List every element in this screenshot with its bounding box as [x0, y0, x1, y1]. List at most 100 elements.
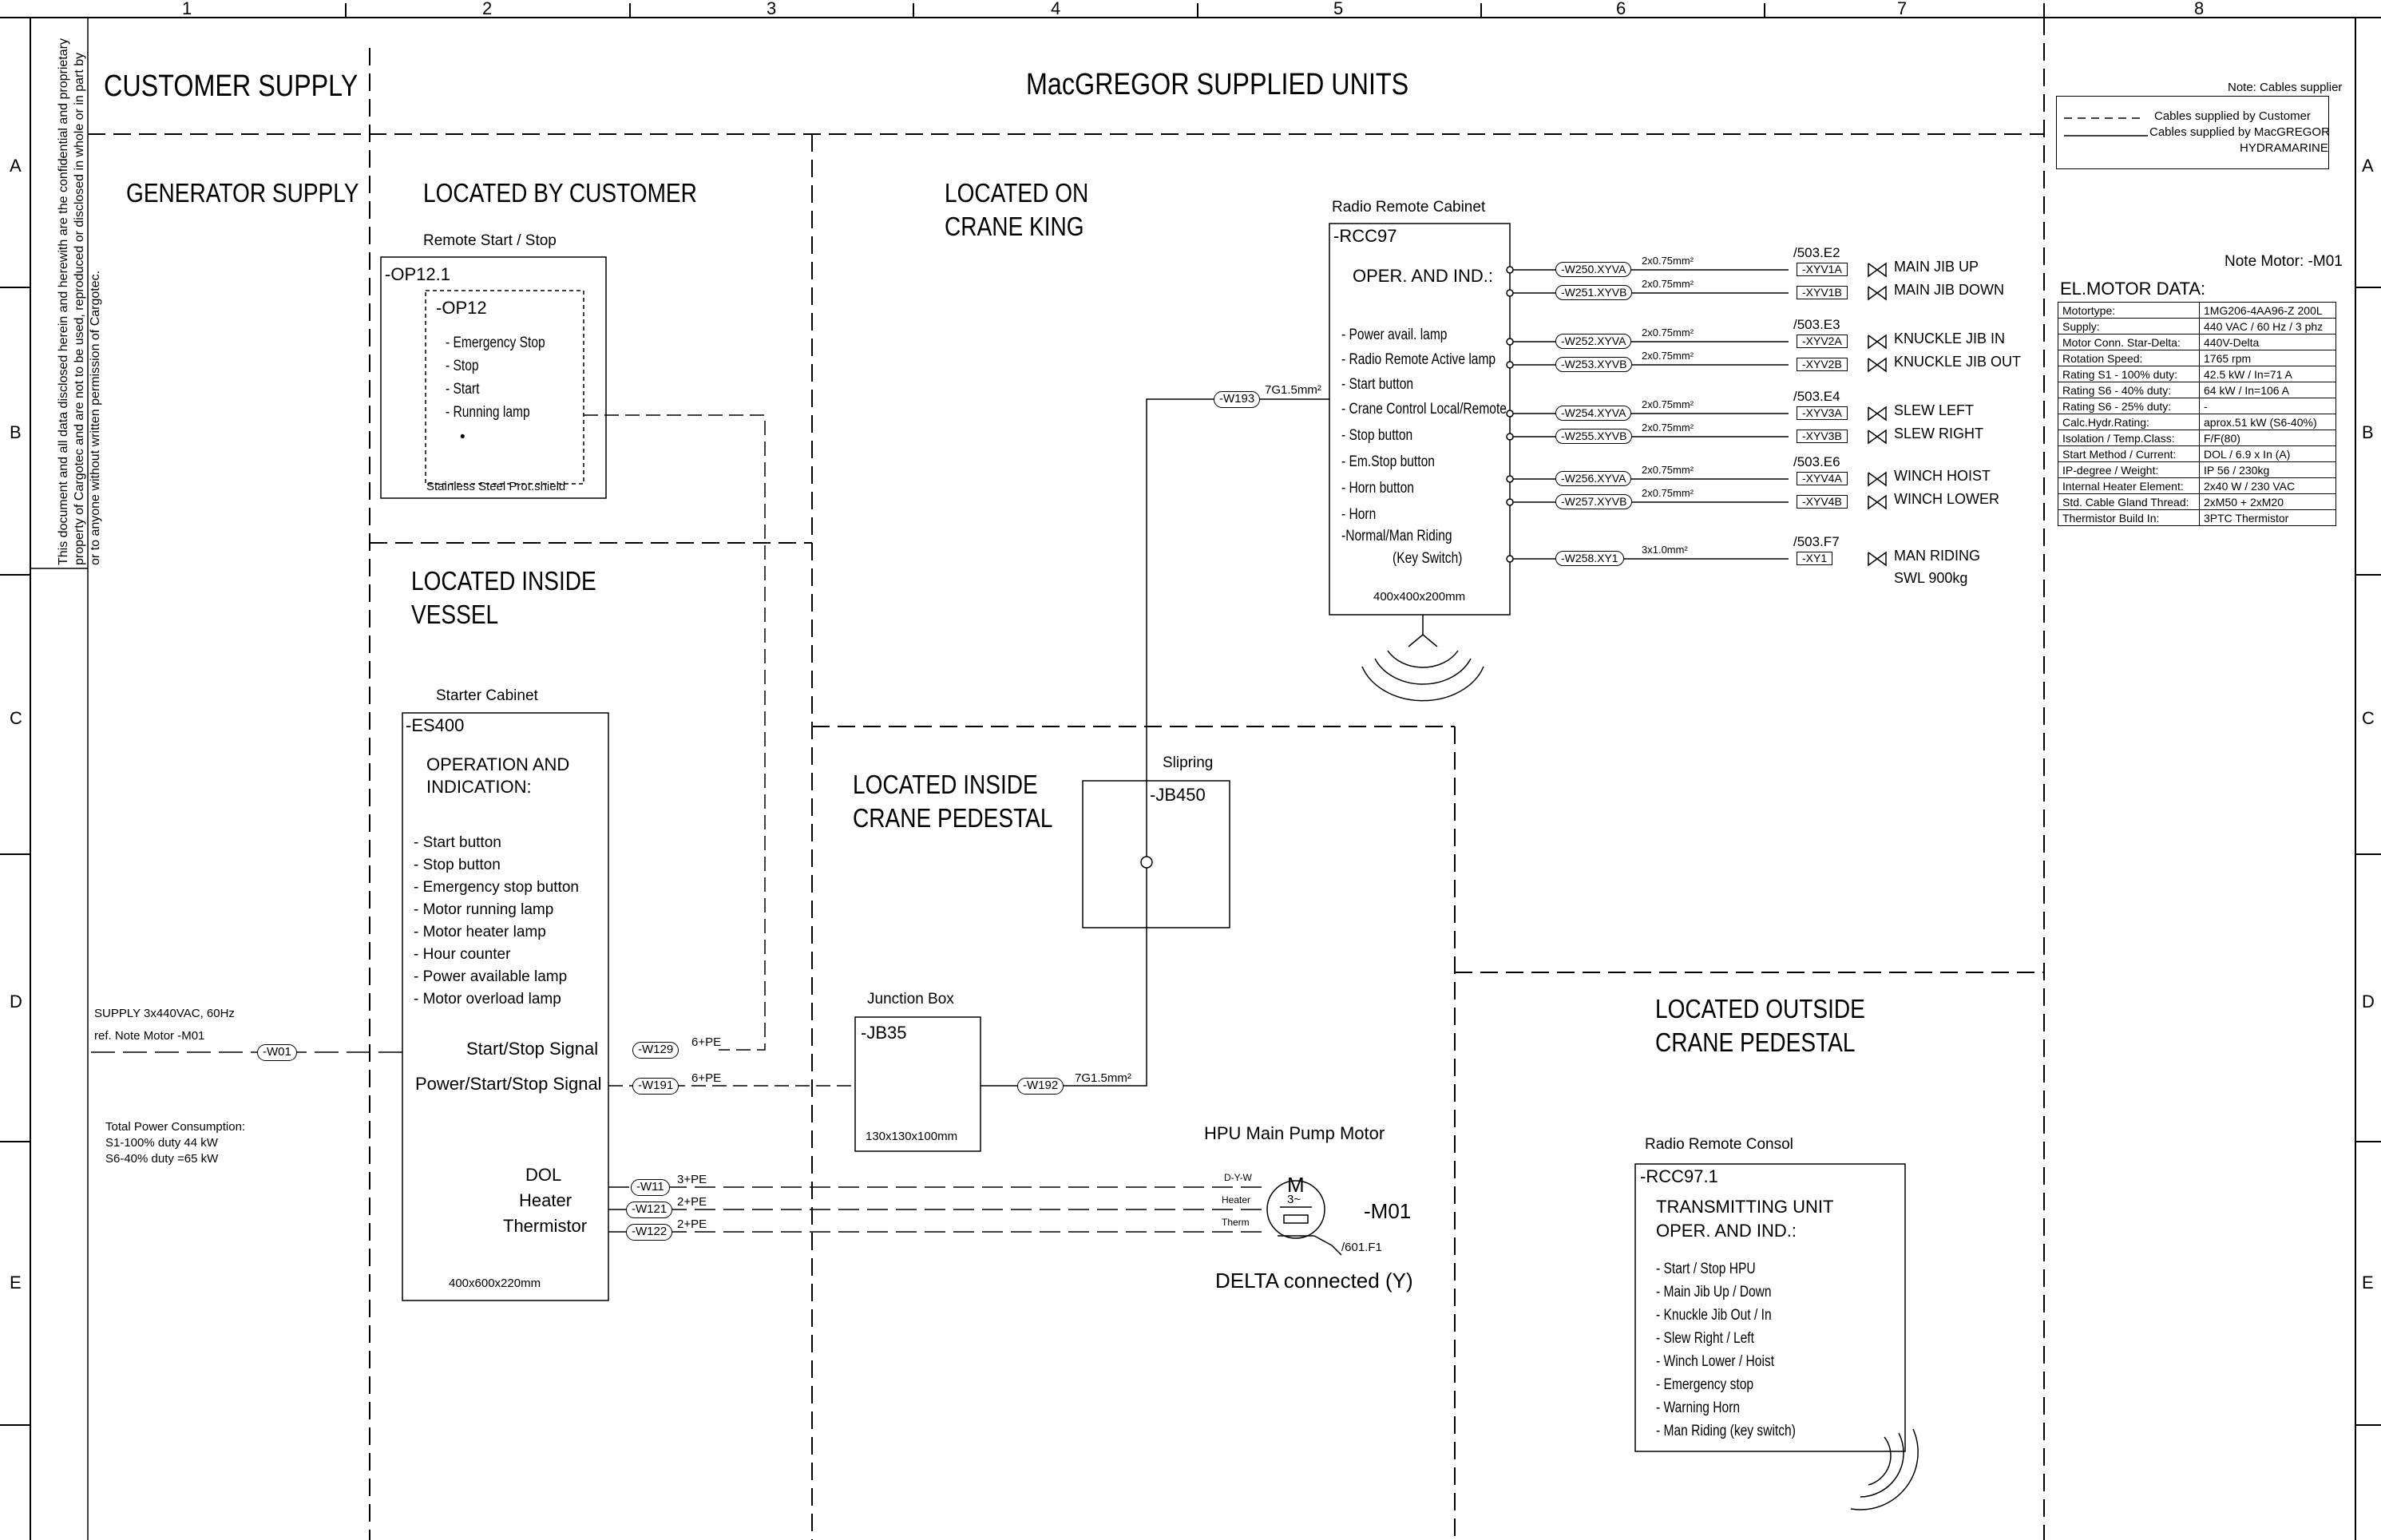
- motor-data-row: Isolation / Temp.Class:F/F(80): [2058, 430, 2336, 446]
- region-inside-vessel-2: VESSEL: [411, 600, 499, 629]
- motor-data-key: Rotation Speed:: [2058, 350, 2200, 366]
- grid-col-8: 8: [2194, 0, 2205, 18]
- valve-tag: -XYV3B: [1797, 430, 1848, 444]
- motor-data-row: Calc.Hydr.Rating:aprox.51 kW (S6-40%): [2058, 414, 2336, 430]
- legend-customer: Cables supplied by Customer: [2154, 109, 2311, 123]
- es400-item: - Emergency stop button: [414, 879, 579, 896]
- valve-cable-spec: 2x0.75mm²: [1642, 278, 1694, 290]
- op12-outer-id: -OP12.1: [385, 264, 450, 284]
- valve-cable-spec: 2x0.75mm²: [1642, 327, 1694, 338]
- motor-data-row: Rating S1 - 100% duty:42.5 kW / In=71 A: [2058, 366, 2336, 382]
- motor-data-value: 64 kW / In=106 A: [2199, 382, 2336, 398]
- es400-power-start-stop-signal: Power/Start/Stop Signal: [415, 1074, 602, 1094]
- valve-tag: -XYV4A: [1797, 472, 1848, 486]
- grid-col-6: 6: [1616, 0, 1626, 18]
- motor-data-row: Thermistor Build In:3PTC Thermistor: [2058, 509, 2336, 526]
- rcc97-item: - Horn button: [1341, 480, 1414, 497]
- valve-symbol: [1868, 429, 1887, 445]
- valve-terminal: [1506, 338, 1514, 346]
- rcc97-id: -RCC97: [1333, 226, 1397, 246]
- header-customer-supply: CUSTOMER SUPPLY: [104, 69, 359, 103]
- motor-terminal: Heater: [1222, 1194, 1251, 1205]
- cable-tag-w121: -W121: [626, 1202, 673, 1218]
- motor-data-value: F/F(80): [2199, 430, 2336, 446]
- valve-label: MAIN JIB UP: [1894, 259, 1979, 275]
- valve-terminal: [1506, 555, 1514, 563]
- slipring-id: -JB450: [1150, 785, 1206, 805]
- valve-label: WINCH LOWER: [1894, 491, 1999, 507]
- valve-symbol: [1868, 357, 1887, 373]
- valve-cable-tag: -W254.XYVA: [1555, 406, 1632, 422]
- valve-terminal: [1506, 475, 1514, 483]
- es400-start-stop-signal: Start/Stop Signal: [466, 1039, 599, 1059]
- rcc971-item: - Man Riding (key switch): [1656, 1423, 1796, 1439]
- cable-spec-w121: 2+PE: [677, 1195, 707, 1209]
- es400-dol: DOL: [525, 1165, 562, 1185]
- valve-symbol: [1868, 494, 1887, 510]
- valve-ref: /503.E3: [1793, 317, 1840, 332]
- valve-cable-tag: -W250.XYVA: [1555, 262, 1632, 278]
- valve-label-2: SWL 900kg: [1894, 570, 1968, 586]
- cable-tag-w01: -W01: [257, 1044, 297, 1061]
- valve-ref: /503.E6: [1793, 454, 1840, 469]
- legend-note: Note: Cables supplier: [2228, 81, 2343, 94]
- slipring-title: Slipring: [1163, 754, 1214, 771]
- op12-item: - Emergency Stop: [446, 335, 545, 351]
- cable-tag-w129: -W129: [632, 1042, 679, 1059]
- valve-symbol: [1868, 471, 1887, 487]
- motor-data-value: 2xM50 + 2xM20: [2199, 493, 2336, 510]
- motor-data-key: Motor Conn. Star-Delta:: [2058, 334, 2200, 350]
- rcc971-heading-2: OPER. AND IND.:: [1656, 1221, 1797, 1241]
- rcc971-item: - Emergency stop: [1656, 1376, 1754, 1393]
- motor-data-value: 440V-Delta: [2199, 334, 2336, 350]
- rcc97-item: - Crane Control Local/Remote: [1341, 401, 1507, 418]
- valve-cable-spec: 2x0.75mm²: [1642, 255, 1694, 267]
- es400-heading-1: OPERATION AND: [426, 754, 570, 774]
- cable-spec-w11: 3+PE: [677, 1173, 707, 1186]
- valve-cable-tag: -W256.XYVA: [1555, 471, 1632, 487]
- motor-data-key: Calc.Hydr.Rating:: [2058, 414, 2200, 430]
- motor-data-row: Motor Conn. Star-Delta:440V-Delta: [2058, 334, 2336, 350]
- region-pedestal-2: CRANE PEDESTAL: [853, 803, 1053, 833]
- grid-row-b: B: [10, 422, 22, 442]
- cable-spec-w192: 7G1.5mm²: [1075, 1071, 1131, 1085]
- op12-item: - Start: [446, 381, 480, 398]
- rcc97-size: 400x400x200mm: [1373, 590, 1466, 604]
- grid-col-3: 3: [767, 0, 777, 18]
- consumption-line: Total Power Consumption:: [105, 1120, 246, 1134]
- valve-ref: /503.E4: [1793, 389, 1840, 404]
- valve-terminal: [1506, 498, 1514, 506]
- motor-data-value: 1765 rpm: [2199, 350, 2336, 366]
- grid-row-c-right: C: [2362, 708, 2375, 728]
- cable-tag-w191: -W191: [632, 1078, 679, 1095]
- motor-data-value: 2x40 W / 230 VAC: [2199, 477, 2336, 494]
- valve-ref: /503.F7: [1793, 534, 1840, 549]
- motor-data-key: Internal Heater Element:: [2058, 477, 2200, 494]
- grid-row-c: C: [10, 708, 22, 728]
- motor-data-key: Rating S1 - 100% duty:: [2058, 366, 2200, 382]
- rcc971-item: - Start / Stop HPU: [1656, 1261, 1756, 1277]
- consumption-line: S1-100% duty 44 kW: [105, 1136, 218, 1150]
- motor-data-row: Start Method / Current:DOL / 6.9 x In (A…: [2058, 445, 2336, 462]
- motor-data-title: EL.MOTOR DATA:: [2060, 279, 2206, 299]
- motor-ref: /601.F1: [1341, 1241, 1382, 1254]
- valve-label: MAN RIDING: [1894, 548, 1980, 564]
- valve-cable-spec: 2x0.75mm²: [1642, 464, 1694, 476]
- grid-row-b-right: B: [2362, 422, 2374, 442]
- valve-symbol: [1868, 285, 1887, 301]
- es400-item: - Motor overload lamp: [414, 991, 561, 1008]
- valve-label: WINCH HOIST: [1894, 468, 1991, 484]
- es400-item: - Motor running lamp: [414, 901, 554, 918]
- motor-data-row: Rating S6 - 25% duty:-: [2058, 398, 2336, 414]
- valve-symbol: [1868, 334, 1887, 350]
- rcc97-item: - Em.Stop button: [1341, 453, 1435, 470]
- grid-col-1: 1: [182, 0, 192, 18]
- valve-cable-spec: 2x0.75mm²: [1642, 398, 1694, 410]
- valve-cable-spec: 2x0.75mm²: [1642, 487, 1694, 499]
- rcc971-heading-1: TRANSMITTING UNIT: [1656, 1197, 1834, 1217]
- motor-data-value: 42.5 kW / In=71 A: [2199, 366, 2336, 382]
- es400-heater: Heater: [519, 1190, 572, 1210]
- valve-tag: -XY1: [1797, 552, 1833, 566]
- rcc97-item: - Radio Remote Active lamp: [1341, 351, 1496, 368]
- valve-cable-tag: -W255.XYVB: [1555, 429, 1633, 445]
